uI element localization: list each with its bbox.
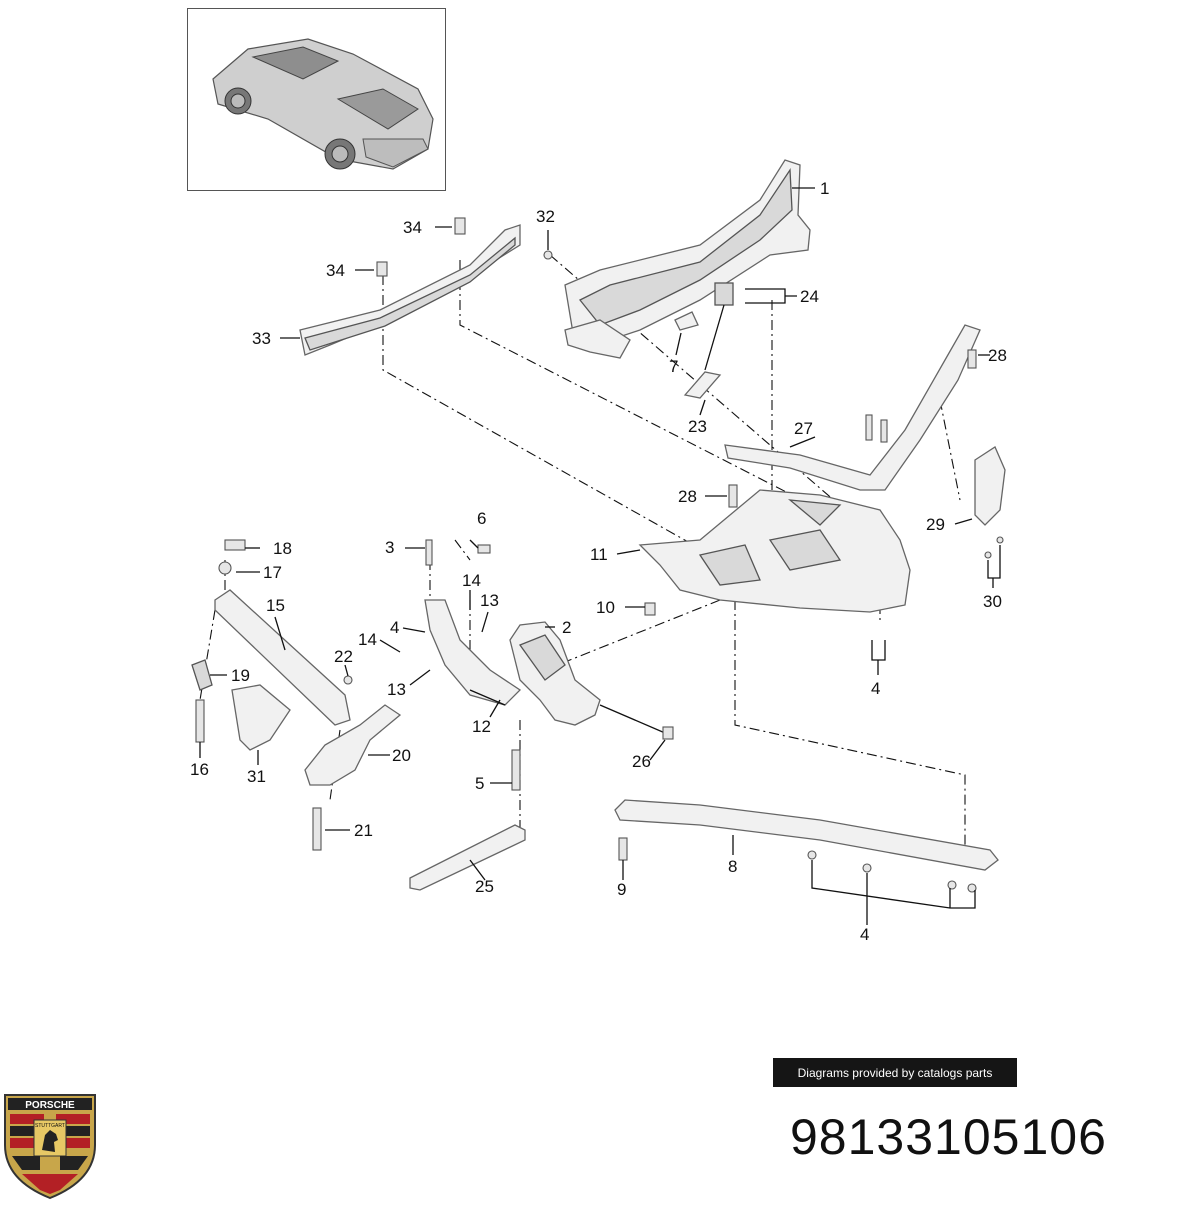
callout-28-a: 28	[988, 346, 1007, 365]
callout-11: 11	[590, 545, 608, 564]
callout-9: 9	[617, 880, 626, 899]
callout-13-a: 13	[480, 591, 499, 610]
callout-4-a: 4	[390, 618, 399, 637]
callout-7: 7	[669, 357, 678, 376]
level-sensor	[674, 282, 734, 399]
callout-12: 12	[472, 717, 491, 736]
crest-text: PORSCHE	[25, 1100, 75, 1111]
callout-17: 17	[263, 563, 282, 582]
callout-30: 30	[983, 592, 1002, 611]
vehicle-thumbnail	[187, 8, 446, 191]
callout-34-b: 34	[326, 261, 345, 280]
callout-labels: 1 2 3 4 4 4 5 6 7 8 9 10 11 12 13 13 14 …	[190, 179, 1007, 944]
rear-subframe-member	[564, 159, 811, 359]
callout-33: 33	[252, 329, 271, 348]
credit-banner: Diagrams provided by catalogs parts	[773, 1058, 1017, 1087]
callout-27: 27	[794, 419, 813, 438]
callout-14-a: 14	[462, 571, 481, 590]
callout-4-b: 4	[871, 679, 880, 698]
callout-29: 29	[926, 515, 945, 534]
callout-15: 15	[266, 596, 285, 615]
callout-24: 24	[800, 287, 819, 306]
callout-16: 16	[190, 760, 209, 779]
wheel-carrier	[424, 599, 601, 726]
rear-cross-beam	[614, 799, 999, 893]
callout-leaders	[199, 187, 1001, 925]
callout-34-a: 34	[403, 218, 422, 237]
callout-28-b: 28	[678, 487, 697, 506]
cross-strut	[299, 224, 521, 356]
callout-23: 23	[688, 417, 707, 436]
callout-21: 21	[354, 821, 373, 840]
callout-19: 19	[231, 666, 250, 685]
crest-city: STUTTGART	[35, 1123, 65, 1129]
callout-6: 6	[477, 509, 486, 528]
side-bracket	[974, 446, 1006, 559]
callout-14-b: 14	[358, 630, 377, 649]
callout-2: 2	[562, 618, 571, 637]
callout-8: 8	[728, 857, 737, 876]
callout-18: 18	[273, 539, 292, 558]
bolts-top	[376, 217, 553, 277]
toe-link	[409, 749, 526, 891]
callout-22: 22	[334, 647, 353, 666]
callout-3: 3	[385, 538, 394, 557]
callout-20: 20	[392, 746, 411, 765]
upper-control-arm	[214, 539, 351, 726]
diagonal-brace	[724, 324, 981, 508]
underbody-panel	[638, 414, 911, 616]
callout-25: 25	[475, 877, 494, 896]
bracket-19-31	[191, 659, 291, 751]
callout-5: 5	[475, 774, 484, 793]
callout-13-b: 13	[387, 680, 406, 699]
callout-10: 10	[596, 598, 615, 617]
callout-31: 31	[247, 767, 266, 786]
callout-32: 32	[536, 207, 555, 226]
callout-1: 1	[820, 179, 829, 198]
callout-26: 26	[632, 752, 651, 771]
callout-4-c: 4	[860, 925, 869, 944]
porsche-crest-logo: PORSCHE STUTTGART	[0, 1090, 100, 1205]
part-number: 98133105106	[790, 1109, 1107, 1165]
